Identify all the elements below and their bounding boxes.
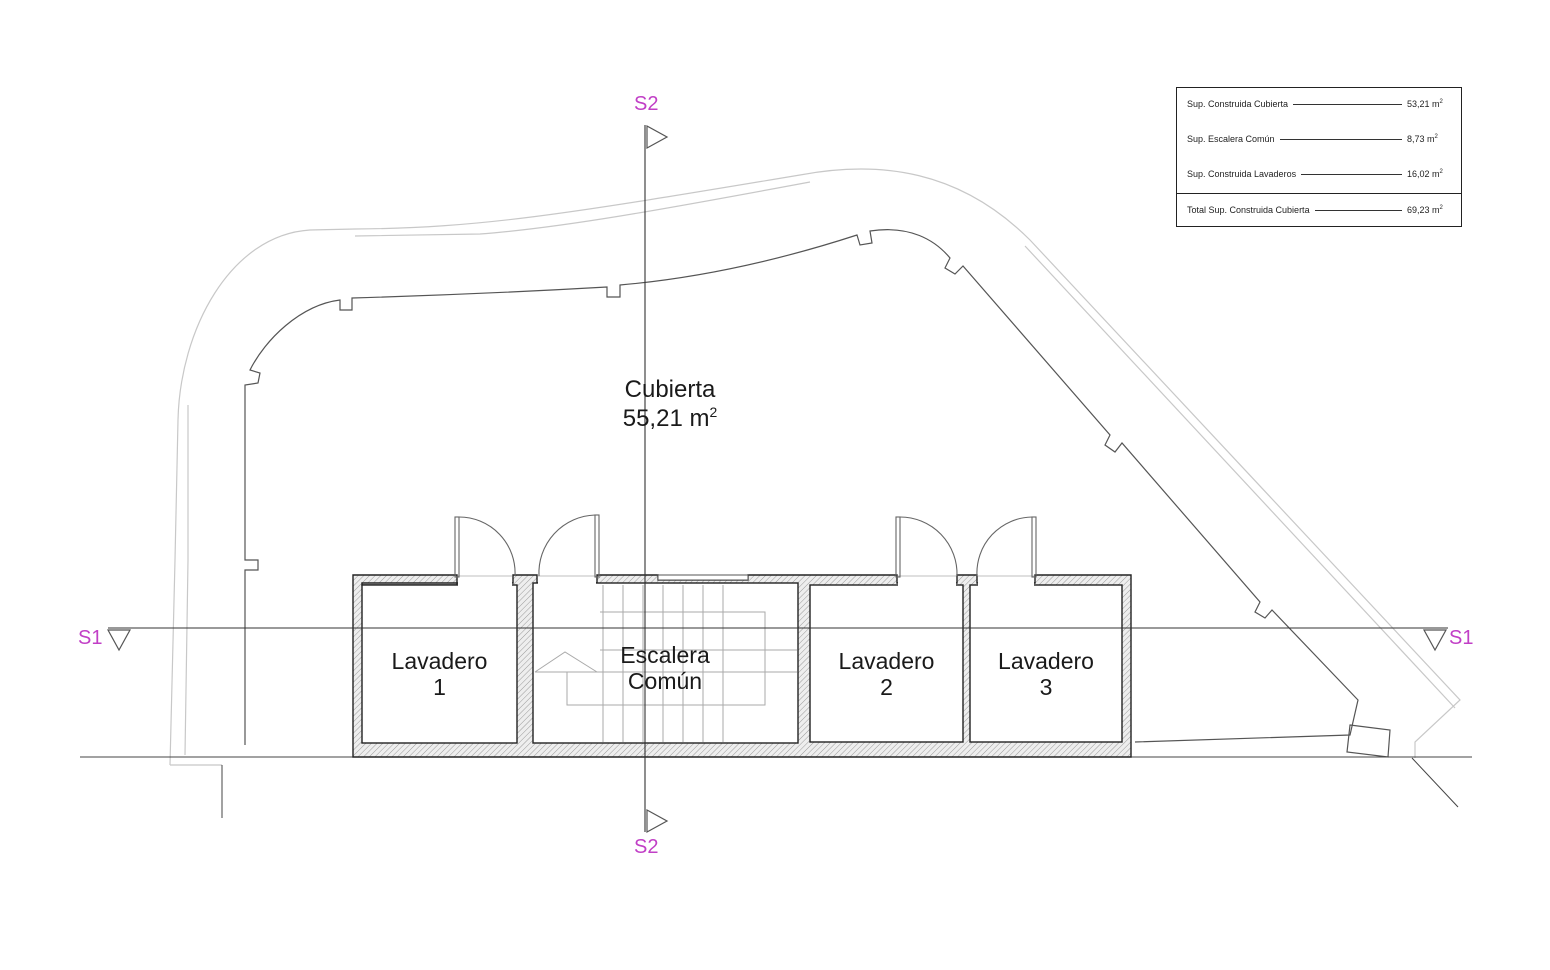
legend-row-lavaderos: Sup. Construida Lavaderos 16,02 m2 (1187, 169, 1443, 179)
room-label-lavadero-2: Lavadero 2 (838, 648, 935, 701)
main-area-label: Cubierta 55,21 m2 (590, 376, 750, 432)
outer-parapet-outline (169, 168, 1461, 766)
room-label-lavadero-3: Lavadero 3 (998, 648, 1094, 701)
legend-row-total: Total Sup. Construida Cubierta 69,23 m2 (1187, 205, 1443, 215)
stair-treads (534, 585, 797, 742)
area-legend: Sup. Construida Cubierta 53,21 m2 Sup. E… (1176, 87, 1462, 227)
doors (454, 514, 1037, 578)
section-mark-s1-right: S1 (1449, 627, 1474, 649)
leader-line (1314, 209, 1402, 211)
room-label-escalera-comun: Escalera Común (620, 642, 710, 695)
inner-roof-edge (244, 229, 1359, 745)
main-area-name: Cubierta (624, 376, 716, 403)
section-mark-s1-left: S1 (78, 627, 103, 649)
leader-line (1301, 173, 1402, 175)
legend-row-cubierta: Sup. Construida Cubierta 53,21 m2 (1187, 99, 1443, 109)
section-arrows (106, 124, 1448, 834)
leader-line (1279, 138, 1402, 140)
section-mark-s2-top: S2 (634, 93, 659, 115)
room-label-lavadero-1: Lavadero 1 (391, 648, 488, 701)
vent-box (1346, 724, 1391, 758)
section-lines (108, 125, 1448, 832)
legend-row-escalera: Sup. Escalera Común 8,73 m2 (1187, 134, 1438, 144)
section-mark-s2-bottom: S2 (634, 836, 659, 858)
property-line (80, 756, 1472, 818)
leader-line (1293, 103, 1402, 105)
legend-divider (1177, 193, 1461, 194)
main-area-value: 55,21 m2 (622, 403, 718, 432)
service-block-walls (352, 574, 1132, 758)
